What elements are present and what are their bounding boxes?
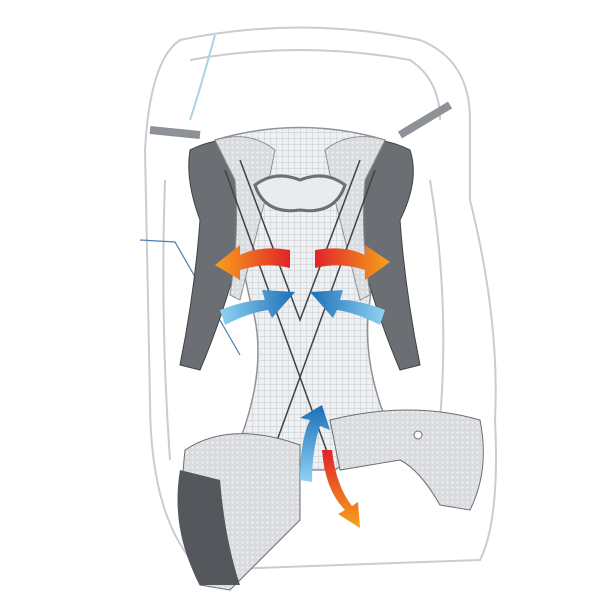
cool-air-arrow <box>220 290 295 325</box>
warm-air-arrow <box>215 245 290 280</box>
top-handle <box>253 174 347 213</box>
cool-air-arrow <box>310 290 385 325</box>
hip-belt <box>177 409 484 591</box>
shoulder-strap-left <box>179 136 276 371</box>
cool-air-arrow <box>300 405 330 482</box>
warm-air-arrow <box>322 450 360 528</box>
warm-air-arrow <box>315 245 390 280</box>
load-lifter-strap <box>149 101 453 139</box>
